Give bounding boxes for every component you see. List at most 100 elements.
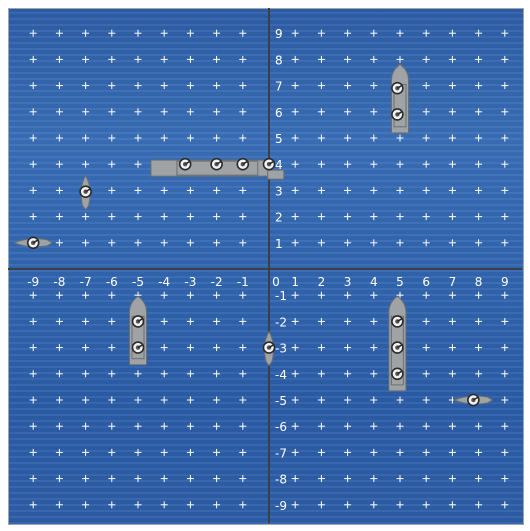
grid-plus-marker[interactable]: [108, 213, 115, 220]
grid-plus-marker[interactable]: [370, 82, 377, 89]
grid-plus-marker[interactable]: [213, 423, 220, 430]
grid-plus-marker[interactable]: [397, 397, 404, 404]
grid-plus-marker[interactable]: [370, 239, 377, 246]
grid-plus-marker[interactable]: [449, 292, 456, 299]
ship-g[interactable]: [389, 296, 406, 391]
grid-plus-marker[interactable]: [370, 423, 377, 430]
grid-plus-marker[interactable]: [187, 318, 194, 325]
grid-plus-marker[interactable]: [397, 30, 404, 37]
grid-plus-marker[interactable]: [344, 344, 351, 351]
grid-plus-marker[interactable]: [108, 161, 115, 168]
grid-plus-marker[interactable]: [135, 213, 142, 220]
grid-plus-marker[interactable]: [423, 318, 430, 325]
grid-plus-marker[interactable]: [397, 423, 404, 430]
turret-icon[interactable]: [392, 109, 403, 120]
grid-plus-marker[interactable]: [239, 475, 246, 482]
grid-plus-marker[interactable]: [239, 213, 246, 220]
grid-plus-marker[interactable]: [213, 370, 220, 377]
grid-plus-marker[interactable]: [344, 56, 351, 63]
grid-plus-marker[interactable]: [501, 161, 508, 168]
grid-plus-marker[interactable]: [344, 370, 351, 377]
grid-plus-marker[interactable]: [213, 239, 220, 246]
grid-plus-marker[interactable]: [292, 187, 299, 194]
grid-plus-marker[interactable]: [292, 397, 299, 404]
grid-plus-marker[interactable]: [449, 501, 456, 508]
grid-plus-marker[interactable]: [161, 344, 168, 351]
grid-plus-marker[interactable]: [292, 370, 299, 377]
turret-icon[interactable]: [133, 342, 144, 353]
grid-plus-marker[interactable]: [187, 135, 194, 142]
grid-plus-marker[interactable]: [56, 397, 63, 404]
grid-plus-marker[interactable]: [187, 82, 194, 89]
grid-plus-marker[interactable]: [30, 108, 37, 115]
grid-plus-marker[interactable]: [370, 187, 377, 194]
grid-plus-marker[interactable]: [318, 161, 325, 168]
grid-plus-marker[interactable]: [449, 475, 456, 482]
grid-plus-marker[interactable]: [449, 187, 456, 194]
grid-plus-marker[interactable]: [213, 56, 220, 63]
grid-plus-marker[interactable]: [501, 213, 508, 220]
grid-plus-marker[interactable]: [501, 30, 508, 37]
grid-plus-marker[interactable]: [292, 501, 299, 508]
grid-plus-marker[interactable]: [82, 318, 89, 325]
grid-plus-marker[interactable]: [30, 187, 37, 194]
grid-plus-marker[interactable]: [213, 449, 220, 456]
grid-plus-marker[interactable]: [161, 475, 168, 482]
grid-plus-marker[interactable]: [161, 370, 168, 377]
grid-plus-marker[interactable]: [161, 30, 168, 37]
grid-plus-marker[interactable]: [82, 397, 89, 404]
grid-plus-marker[interactable]: [344, 135, 351, 142]
grid-plus-marker[interactable]: [475, 292, 482, 299]
grid-plus-marker[interactable]: [423, 135, 430, 142]
grid-plus-marker[interactable]: [82, 501, 89, 508]
grid-plus-marker[interactable]: [423, 187, 430, 194]
grid-plus-marker[interactable]: [292, 82, 299, 89]
grid-plus-marker[interactable]: [187, 108, 194, 115]
grid-plus-marker[interactable]: [161, 82, 168, 89]
grid-plus-marker[interactable]: [344, 397, 351, 404]
grid-plus-marker[interactable]: [475, 501, 482, 508]
grid-plus-marker[interactable]: [108, 449, 115, 456]
grid-plus-marker[interactable]: [423, 475, 430, 482]
turret-icon[interactable]: [180, 159, 191, 170]
grid-plus-marker[interactable]: [56, 108, 63, 115]
ship-e[interactable]: [130, 296, 147, 364]
grid-plus-marker[interactable]: [501, 135, 508, 142]
turret-icon[interactable]: [264, 159, 275, 170]
grid-plus-marker[interactable]: [397, 449, 404, 456]
grid-plus-marker[interactable]: [318, 397, 325, 404]
grid-plus-marker[interactable]: [213, 108, 220, 115]
grid-plus-marker[interactable]: [370, 292, 377, 299]
grid-plus-marker[interactable]: [187, 370, 194, 377]
ship-c[interactable]: [80, 176, 91, 210]
grid-plus-marker[interactable]: [56, 135, 63, 142]
grid-plus-marker[interactable]: [475, 475, 482, 482]
grid-plus-marker[interactable]: [239, 239, 246, 246]
grid-plus-marker[interactable]: [370, 370, 377, 377]
grid-plus-marker[interactable]: [82, 344, 89, 351]
grid-plus-marker[interactable]: [213, 213, 220, 220]
ship-d[interactable]: [14, 237, 52, 248]
grid-plus-marker[interactable]: [344, 161, 351, 168]
turret-icon[interactable]: [468, 395, 479, 406]
grid-plus-marker[interactable]: [344, 213, 351, 220]
grid-plus-marker[interactable]: [449, 82, 456, 89]
grid-plus-marker[interactable]: [82, 239, 89, 246]
grid-plus-marker[interactable]: [449, 449, 456, 456]
grid-plus-marker[interactable]: [423, 449, 430, 456]
grid-plus-marker[interactable]: [56, 501, 63, 508]
grid-plus-marker[interactable]: [213, 344, 220, 351]
grid-plus-marker[interactable]: [30, 370, 37, 377]
grid-plus-marker[interactable]: [30, 161, 37, 168]
grid-plus-marker[interactable]: [370, 161, 377, 168]
grid-plus-marker[interactable]: [397, 187, 404, 194]
grid-plus-marker[interactable]: [449, 108, 456, 115]
grid-plus-marker[interactable]: [239, 370, 246, 377]
grid-plus-marker[interactable]: [213, 82, 220, 89]
grid-plus-marker[interactable]: [161, 449, 168, 456]
grid-plus-marker[interactable]: [344, 187, 351, 194]
grid-plus-marker[interactable]: [318, 344, 325, 351]
grid-plus-marker[interactable]: [449, 30, 456, 37]
grid-plus-marker[interactable]: [344, 475, 351, 482]
grid-plus-marker[interactable]: [501, 449, 508, 456]
